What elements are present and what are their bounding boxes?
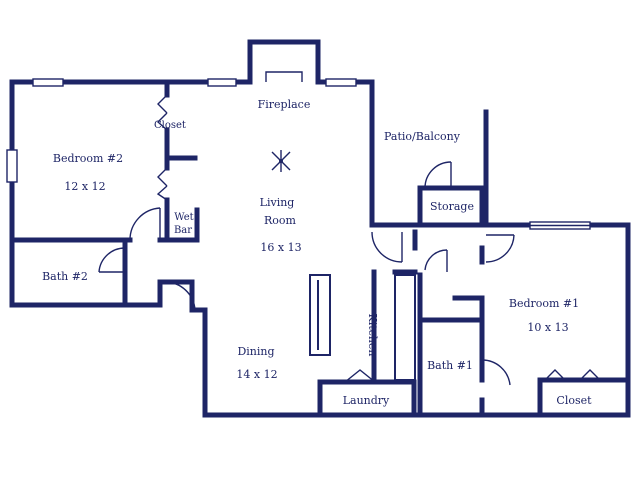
interior-walls bbox=[9, 79, 631, 418]
label-bath-1: Bath #1 bbox=[427, 359, 473, 372]
label-bedroom-2-size: 12 x 12 bbox=[64, 180, 105, 193]
label-bedroom-2: Bedroom #2 bbox=[53, 152, 123, 165]
label-storage: Storage bbox=[430, 200, 474, 213]
label-dining-size: 14 x 12 bbox=[236, 368, 277, 381]
fireplace-hearth bbox=[265, 71, 303, 82]
label-bedroom-1: Bedroom #1 bbox=[509, 297, 579, 310]
label-wet-bar-line2: Bar bbox=[174, 225, 192, 236]
label-dining: Dining bbox=[237, 345, 274, 358]
label-laundry: Laundry bbox=[343, 394, 390, 407]
label-living-room-size: 16 x 13 bbox=[260, 241, 301, 254]
label-bath-2: Bath #2 bbox=[42, 270, 88, 283]
label-fireplace: Fireplace bbox=[258, 98, 311, 111]
label-living-room-line1: Living bbox=[260, 196, 295, 209]
windows bbox=[6, 78, 591, 230]
label-closet-bedroom-1: Closet bbox=[556, 394, 592, 407]
label-patio-balcony: Patio/Balcony bbox=[384, 130, 461, 143]
ceiling-fan-icon bbox=[271, 150, 291, 172]
label-closet-bedroom-2: Closet bbox=[154, 120, 186, 131]
label-living-room-line2: Room bbox=[264, 214, 297, 227]
doors bbox=[98, 94, 601, 386]
label-wet-bar-line1: Wet bbox=[174, 212, 193, 223]
room-labels: Fireplace Closet Bedroom #2 12 x 12 Pati… bbox=[42, 98, 592, 407]
label-bedroom-1-size: 10 x 13 bbox=[527, 321, 568, 334]
kitchen-counters bbox=[309, 274, 416, 381]
label-kitchen: Kitchen bbox=[366, 314, 379, 357]
